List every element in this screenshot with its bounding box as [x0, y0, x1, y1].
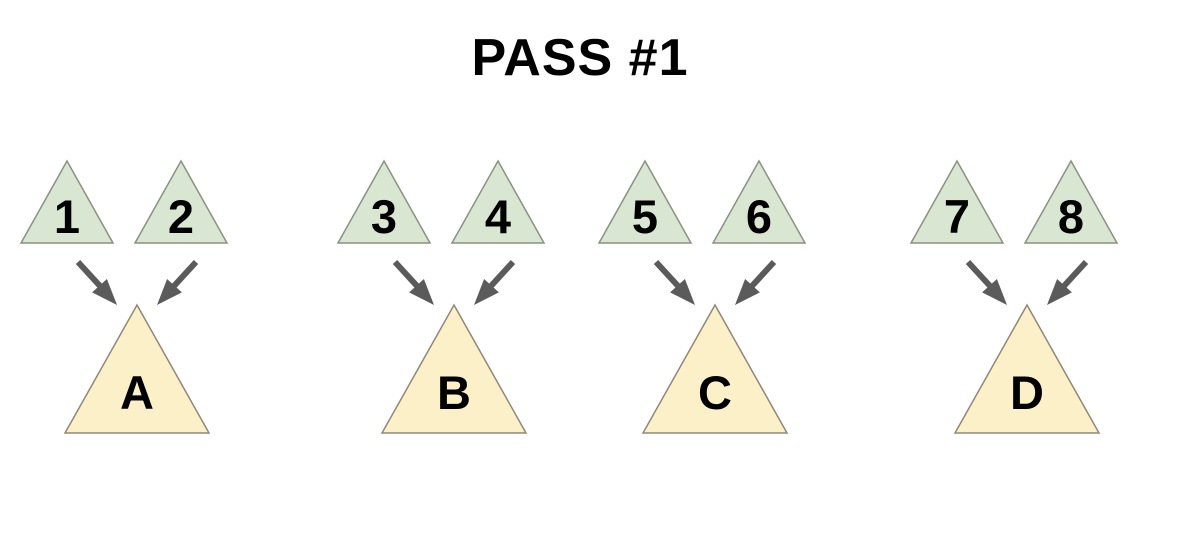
merge-group-b: 3 4 B [336, 159, 546, 434]
arrow-down-left-head-icon [735, 279, 760, 305]
input-triangle [336, 159, 432, 244]
arrow-down-left-icon [171, 259, 199, 289]
output-label: D [1010, 366, 1044, 419]
arrow-down-left-icon [1061, 259, 1089, 289]
input-label: 8 [1058, 190, 1084, 243]
input-triangle [133, 159, 229, 244]
input-label: 1 [54, 190, 80, 243]
arrow-down-right-head-icon [670, 279, 695, 305]
input-triangle [711, 159, 807, 244]
input-triangle [1023, 159, 1119, 244]
input-label: 3 [371, 190, 397, 243]
output-label: C [698, 366, 732, 419]
output-triangle [63, 303, 211, 434]
arrow-down-right-icon [75, 259, 103, 289]
arrow-down-right-icon [965, 259, 993, 289]
input-triangle [909, 159, 1005, 244]
input-label: 5 [632, 190, 658, 243]
merge-group-a: 1 2 A [19, 159, 229, 434]
arrow-down-left-head-icon [474, 279, 499, 305]
output-triangle [953, 303, 1101, 434]
arrow-down-left-head-icon [157, 279, 182, 305]
output-label: B [437, 366, 471, 419]
merge-group-c: 5 6 C [597, 159, 807, 434]
arrow-down-right-icon [653, 259, 681, 289]
input-triangle [597, 159, 693, 244]
output-triangle [641, 303, 789, 434]
input-label: 7 [944, 190, 970, 243]
input-label: 2 [168, 190, 194, 243]
merge-group-d: 7 8 D [909, 159, 1119, 434]
arrow-down-right-head-icon [92, 279, 117, 305]
output-triangle [380, 303, 528, 434]
arrow-down-left-icon [488, 259, 516, 289]
arrow-down-right-head-icon [409, 279, 434, 305]
arrow-down-left-head-icon [1047, 279, 1072, 305]
arrow-down-left-icon [749, 259, 777, 289]
page-title: PASS #1 [471, 29, 689, 87]
input-triangle [19, 159, 115, 244]
input-triangle [450, 159, 546, 244]
input-label: 6 [746, 190, 772, 243]
arrow-down-right-head-icon [982, 279, 1007, 305]
arrow-down-right-icon [392, 259, 420, 289]
output-label: A [120, 366, 154, 419]
input-label: 4 [485, 190, 511, 243]
